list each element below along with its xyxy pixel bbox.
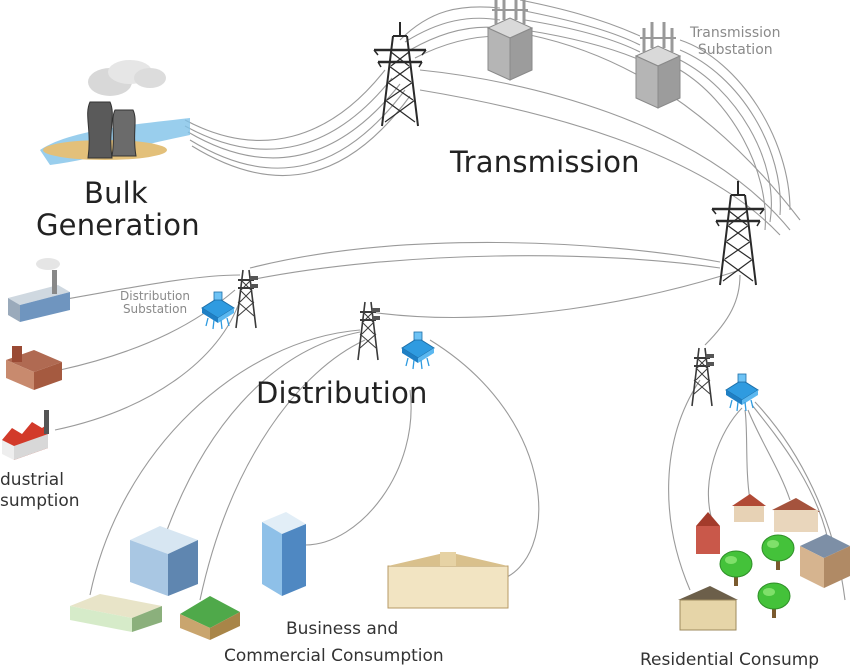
office-building-icon	[180, 596, 240, 640]
office-building-icon	[70, 594, 162, 632]
transmission-substation-label-line2: Substation	[697, 42, 773, 58]
distribution-tower-icon	[235, 269, 259, 329]
transmission-tower-icon	[710, 179, 766, 287]
transmission-substation-icon	[486, 0, 534, 82]
factory-icon	[2, 410, 49, 460]
distribution-substation-label-line1: Distribution	[120, 289, 191, 303]
tree-icon	[757, 582, 791, 619]
factory-icon	[8, 258, 70, 322]
business-consumption-label: Business and	[286, 619, 399, 639]
residential-consumption-label: Residential Consump	[640, 650, 820, 670]
factory-icon	[6, 346, 62, 390]
house-icon	[696, 512, 720, 554]
industrial-consumption-label: dustrial	[0, 470, 64, 490]
distribution-tower-icon	[357, 301, 381, 361]
distribution-label: Distribution	[256, 376, 428, 410]
office-building-icon	[387, 552, 509, 609]
distribution-substation-icon	[725, 373, 759, 412]
house-icon	[772, 498, 820, 532]
distribution-substation-label-line2: Substation	[122, 302, 188, 316]
power-plant-icon	[40, 60, 190, 165]
distribution-substation-label: Distribution Substation	[120, 290, 190, 316]
transmission-substation-icon	[634, 20, 682, 110]
bulk-generation-label: Generation	[36, 208, 200, 242]
industrial-consumption-label: sumption	[0, 491, 80, 511]
house-icon	[678, 586, 738, 631]
house-icon	[732, 494, 766, 522]
transmission-substation-label: Transmission Substation	[690, 25, 780, 59]
distribution-tower-icon	[691, 347, 715, 407]
bulk-generation-label: Bulk	[84, 176, 148, 210]
tree-icon	[719, 550, 753, 587]
transmission-substation-label-line1: Transmission	[690, 25, 781, 41]
business-consumption-label: Commercial Consumption	[224, 646, 444, 666]
office-building-icon	[130, 526, 198, 596]
office-building-icon	[262, 512, 306, 596]
transmission-label: Transmission	[450, 145, 640, 179]
distribution-substation-icon	[401, 331, 435, 370]
house-icon	[800, 534, 850, 588]
tree-icon	[761, 534, 795, 571]
